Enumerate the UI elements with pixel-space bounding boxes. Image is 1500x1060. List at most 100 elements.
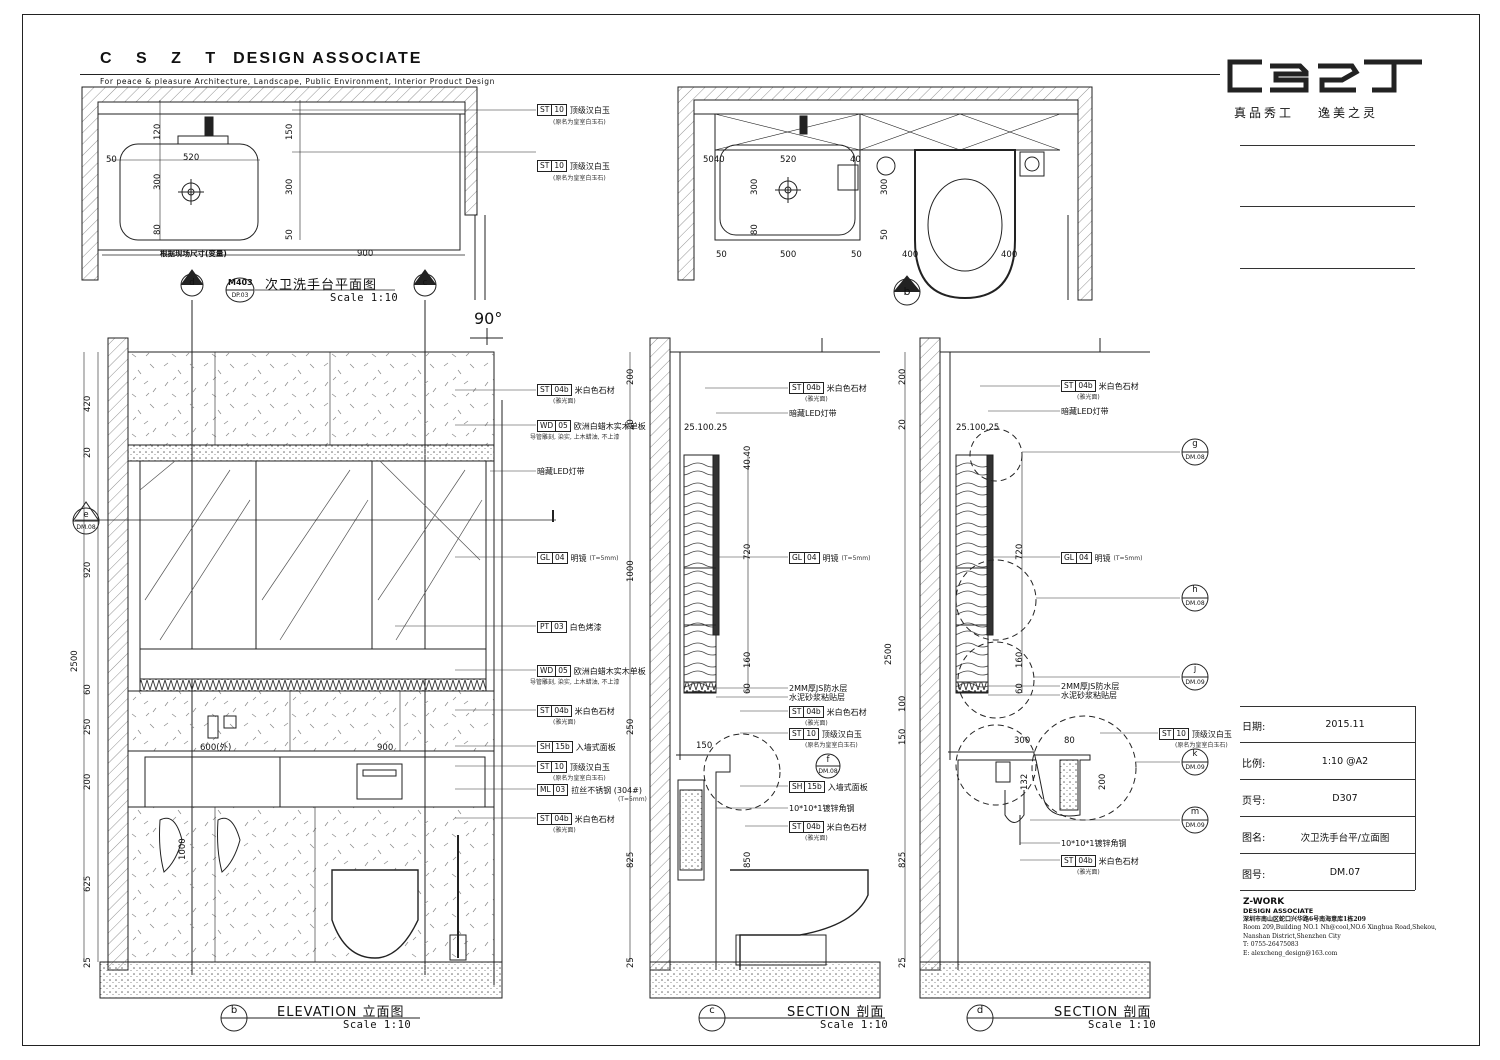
secc-dim-150: 150: [696, 741, 713, 751]
plan-dim-50: 50: [106, 155, 117, 165]
tb-rule-top: [1240, 706, 1415, 707]
plan-ref-marker: [225, 277, 255, 303]
plan2-dim-300b: 300: [880, 178, 890, 195]
elev-note-6-sub: 导管雕刻, 染实, 上木蜡油, 不上漆: [530, 679, 620, 686]
tb-date-val: 2015.11: [1325, 719, 1365, 730]
secc-note-5: 水泥砂浆粘贴层: [789, 693, 845, 702]
drawing-sheet-border: [22, 14, 1480, 1046]
elevation-title: ELEVATION 立面图: [277, 1005, 405, 1020]
section-c-scale: Scale 1:10: [820, 1019, 889, 1031]
plan2-dim-300: 300: [750, 178, 760, 195]
section-c-view: [629, 337, 881, 999]
elev-note-9-sub: (原名为皇室白玉石): [553, 775, 606, 782]
tb-date-key: 日期:: [1242, 722, 1266, 733]
tb-rule-4: [1240, 853, 1415, 854]
secc-note-1-sub: (雅光面): [805, 396, 828, 403]
marker-b-label: b: [903, 285, 911, 298]
company-sub: DESIGN ASSOCIATE: [1243, 907, 1314, 915]
secd-dim-100: 100: [898, 695, 908, 712]
section-marker-b-plan: [893, 275, 921, 306]
bottom-markers: [220, 1004, 1150, 1032]
title-block-rule: [1415, 706, 1416, 890]
plan-dim-80: 80: [153, 224, 163, 235]
secd-note-4: 2MM厚JS防水层: [1061, 682, 1120, 691]
tb-page-key: 页号:: [1242, 796, 1266, 807]
marker-h-sheet: DM.08: [1185, 600, 1205, 607]
plan-ref-sheet: DP.03: [231, 292, 249, 299]
secd-note-1-sub: (雅光面): [1077, 394, 1100, 401]
secd-dim-825: 825: [898, 851, 908, 868]
elev-note-3: 暗藏LED灯带: [537, 467, 585, 476]
plan-dim-50b: 50: [285, 229, 295, 240]
secc-dim-40-40: 40.40: [743, 445, 753, 470]
secc-dim-25-100-25: 25.100.25: [684, 423, 728, 433]
elev-dim-600: 600(外): [200, 743, 232, 753]
section-d-scale: Scale 1:10: [1088, 1019, 1157, 1031]
elev-note-10-sub: (T=5mm): [618, 796, 647, 803]
elev-note-1-sub: (雅光面): [553, 398, 576, 405]
elevation-marker-e: [72, 501, 100, 535]
secd-dim-300: 300: [1014, 736, 1031, 746]
tb-rule-1: [1240, 742, 1415, 743]
angle-marker: [470, 328, 503, 345]
elev-dim-60: 60: [83, 684, 93, 695]
secd-dim-2500: 2500: [884, 643, 894, 665]
leader-lines-section-d: [980, 385, 1180, 861]
secd-note-6-sub: (原名为皇室白玉石): [1175, 742, 1228, 749]
company-email: E: alexcheng_design@163.com: [1243, 949, 1338, 957]
elev-dim-1000: 1000: [178, 838, 188, 860]
company-address-en2: Nanshan District,Shenzhen City: [1243, 932, 1341, 940]
marker-f-label: f: [826, 755, 830, 765]
site-note: 根据现场尺寸(变量): [160, 249, 227, 258]
tb-scale-val: 1:10 @A2: [1321, 756, 1369, 767]
marker-e-label: e: [83, 510, 89, 520]
secd-note-7: 10*10*1镀锌角钢: [1061, 839, 1127, 848]
plan2-dim-40: 40: [850, 155, 861, 165]
elev-marker-b: b: [230, 1005, 238, 1016]
marker-k-sheet: DM.09: [1185, 764, 1205, 771]
section-d-view: [904, 337, 1151, 999]
tb-rule-5: [1240, 890, 1415, 891]
slogan: 真品秀工逸美之灵: [1234, 106, 1379, 120]
secd-dim-25-100-25: 25.100.25: [956, 423, 1000, 433]
secd-note-2: 暗藏LED灯带: [1061, 407, 1109, 416]
secc-dim-20: 20: [626, 419, 636, 430]
plan-dim-300b: 300: [285, 178, 295, 195]
elev-dim-900: 900: [377, 743, 394, 753]
plan-callout-st10-a-sub: (原名为皇室白玉石): [553, 119, 606, 126]
tb-num-val: DM.07: [1329, 867, 1361, 878]
secd-dim-80: 80: [1064, 736, 1075, 746]
marker-d-label: d: [189, 278, 195, 288]
secc-dim-720: 720: [743, 543, 753, 560]
secc-dim-160: 160: [743, 651, 753, 668]
elev-dim-420: 420: [83, 395, 93, 412]
secd-note-8-sub: (雅光面): [1077, 869, 1100, 876]
plan2-dim-5040: 5040: [703, 155, 725, 165]
plan-dim-120: 120: [153, 123, 163, 140]
secc-note-7-sub: (原名为皇室白玉石): [805, 742, 858, 749]
plan-dim-300: 300: [153, 173, 163, 190]
tb-name-key: 图名:: [1242, 833, 1266, 844]
elev-dim-200: 200: [83, 773, 93, 790]
secc-dim-250: 250: [626, 718, 636, 735]
plan-dim-900: 900: [357, 249, 374, 259]
plan-view-vanity: [81, 86, 536, 300]
secd-note-5: 水泥砂浆粘贴层: [1061, 691, 1117, 700]
secd-dim-720: 720: [1015, 543, 1025, 560]
detail-marker-f: [815, 753, 841, 779]
plan2-dim-520: 520: [780, 155, 797, 165]
secc-dim-200: 200: [626, 368, 636, 385]
marker-e-sheet: DM.08: [76, 524, 96, 531]
